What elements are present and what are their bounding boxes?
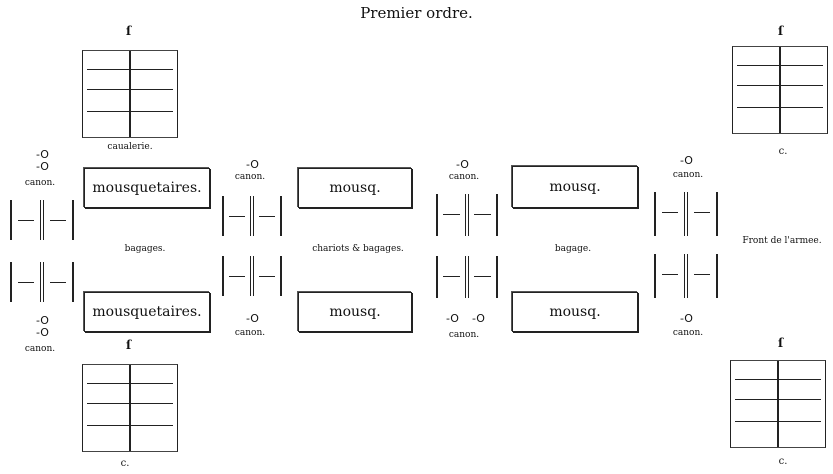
canon-label: canon. bbox=[672, 170, 704, 180]
canon-label: canon. bbox=[234, 328, 266, 338]
canon-icon: -O bbox=[246, 312, 259, 325]
infantry-mini-block bbox=[222, 196, 282, 236]
canon-label: canon. bbox=[448, 330, 480, 340]
canon-icon: -O bbox=[36, 160, 49, 173]
canon-icon: -O bbox=[472, 312, 485, 325]
cavalry-block-top-left bbox=[82, 50, 178, 138]
infantry-mini-block bbox=[10, 262, 74, 302]
musketeers-box: mousquetaires. bbox=[84, 168, 210, 208]
cavalry-block-bottom-left bbox=[82, 364, 178, 452]
infantry-mini-block bbox=[10, 200, 74, 240]
canon-label: canon. bbox=[448, 172, 480, 182]
flag-icon: ſ bbox=[778, 24, 784, 38]
canon-icon: -O bbox=[246, 158, 259, 171]
canon-icon: -O bbox=[680, 312, 693, 325]
canon-icon: -O bbox=[36, 148, 49, 161]
infantry-mini-block bbox=[654, 254, 718, 298]
musketeers-box: mousq. bbox=[298, 292, 412, 332]
cavalry-label-c: c. bbox=[778, 146, 788, 157]
canon-icon: -O bbox=[456, 158, 469, 171]
musketeers-box: mousquetaires. bbox=[84, 292, 210, 332]
canon-icon: -O bbox=[680, 154, 693, 167]
cavalry-label: caualerie. bbox=[107, 142, 153, 152]
canon-icon: -O bbox=[36, 314, 49, 327]
infantry-mini-block bbox=[436, 256, 498, 298]
flag-icon: ſ bbox=[778, 336, 784, 350]
canon-label: canon. bbox=[24, 344, 56, 354]
flag-icon: ſ bbox=[126, 338, 132, 352]
flag-icon: ſ bbox=[126, 24, 132, 38]
canon-icon: -O bbox=[446, 312, 459, 325]
cavalry-label-c: c. bbox=[778, 456, 788, 467]
cavalry-block-bottom-right bbox=[730, 360, 826, 448]
infantry-mini-block bbox=[654, 192, 718, 236]
baggage-label: bagage. bbox=[554, 244, 592, 254]
infantry-mini-block bbox=[222, 256, 282, 296]
musketeers-box: mousq. bbox=[298, 168, 412, 208]
canon-label: canon. bbox=[24, 178, 56, 188]
front-label: Front de l'armee. bbox=[742, 236, 822, 246]
musketeers-box: mousq. bbox=[512, 292, 638, 332]
cavalry-label-c: c. bbox=[120, 458, 130, 469]
cavalry-block-top-right bbox=[732, 46, 828, 134]
baggage-label: bagages. bbox=[124, 244, 166, 254]
canon-label: canon. bbox=[234, 172, 266, 182]
diagram-title: Premier ordre. bbox=[360, 4, 473, 22]
infantry-mini-block bbox=[436, 194, 498, 236]
canon-icon: -O bbox=[36, 326, 49, 339]
baggage-label: chariots & bagages. bbox=[312, 244, 404, 254]
canon-label: canon. bbox=[672, 328, 704, 338]
musketeers-box: mousq. bbox=[512, 166, 638, 208]
